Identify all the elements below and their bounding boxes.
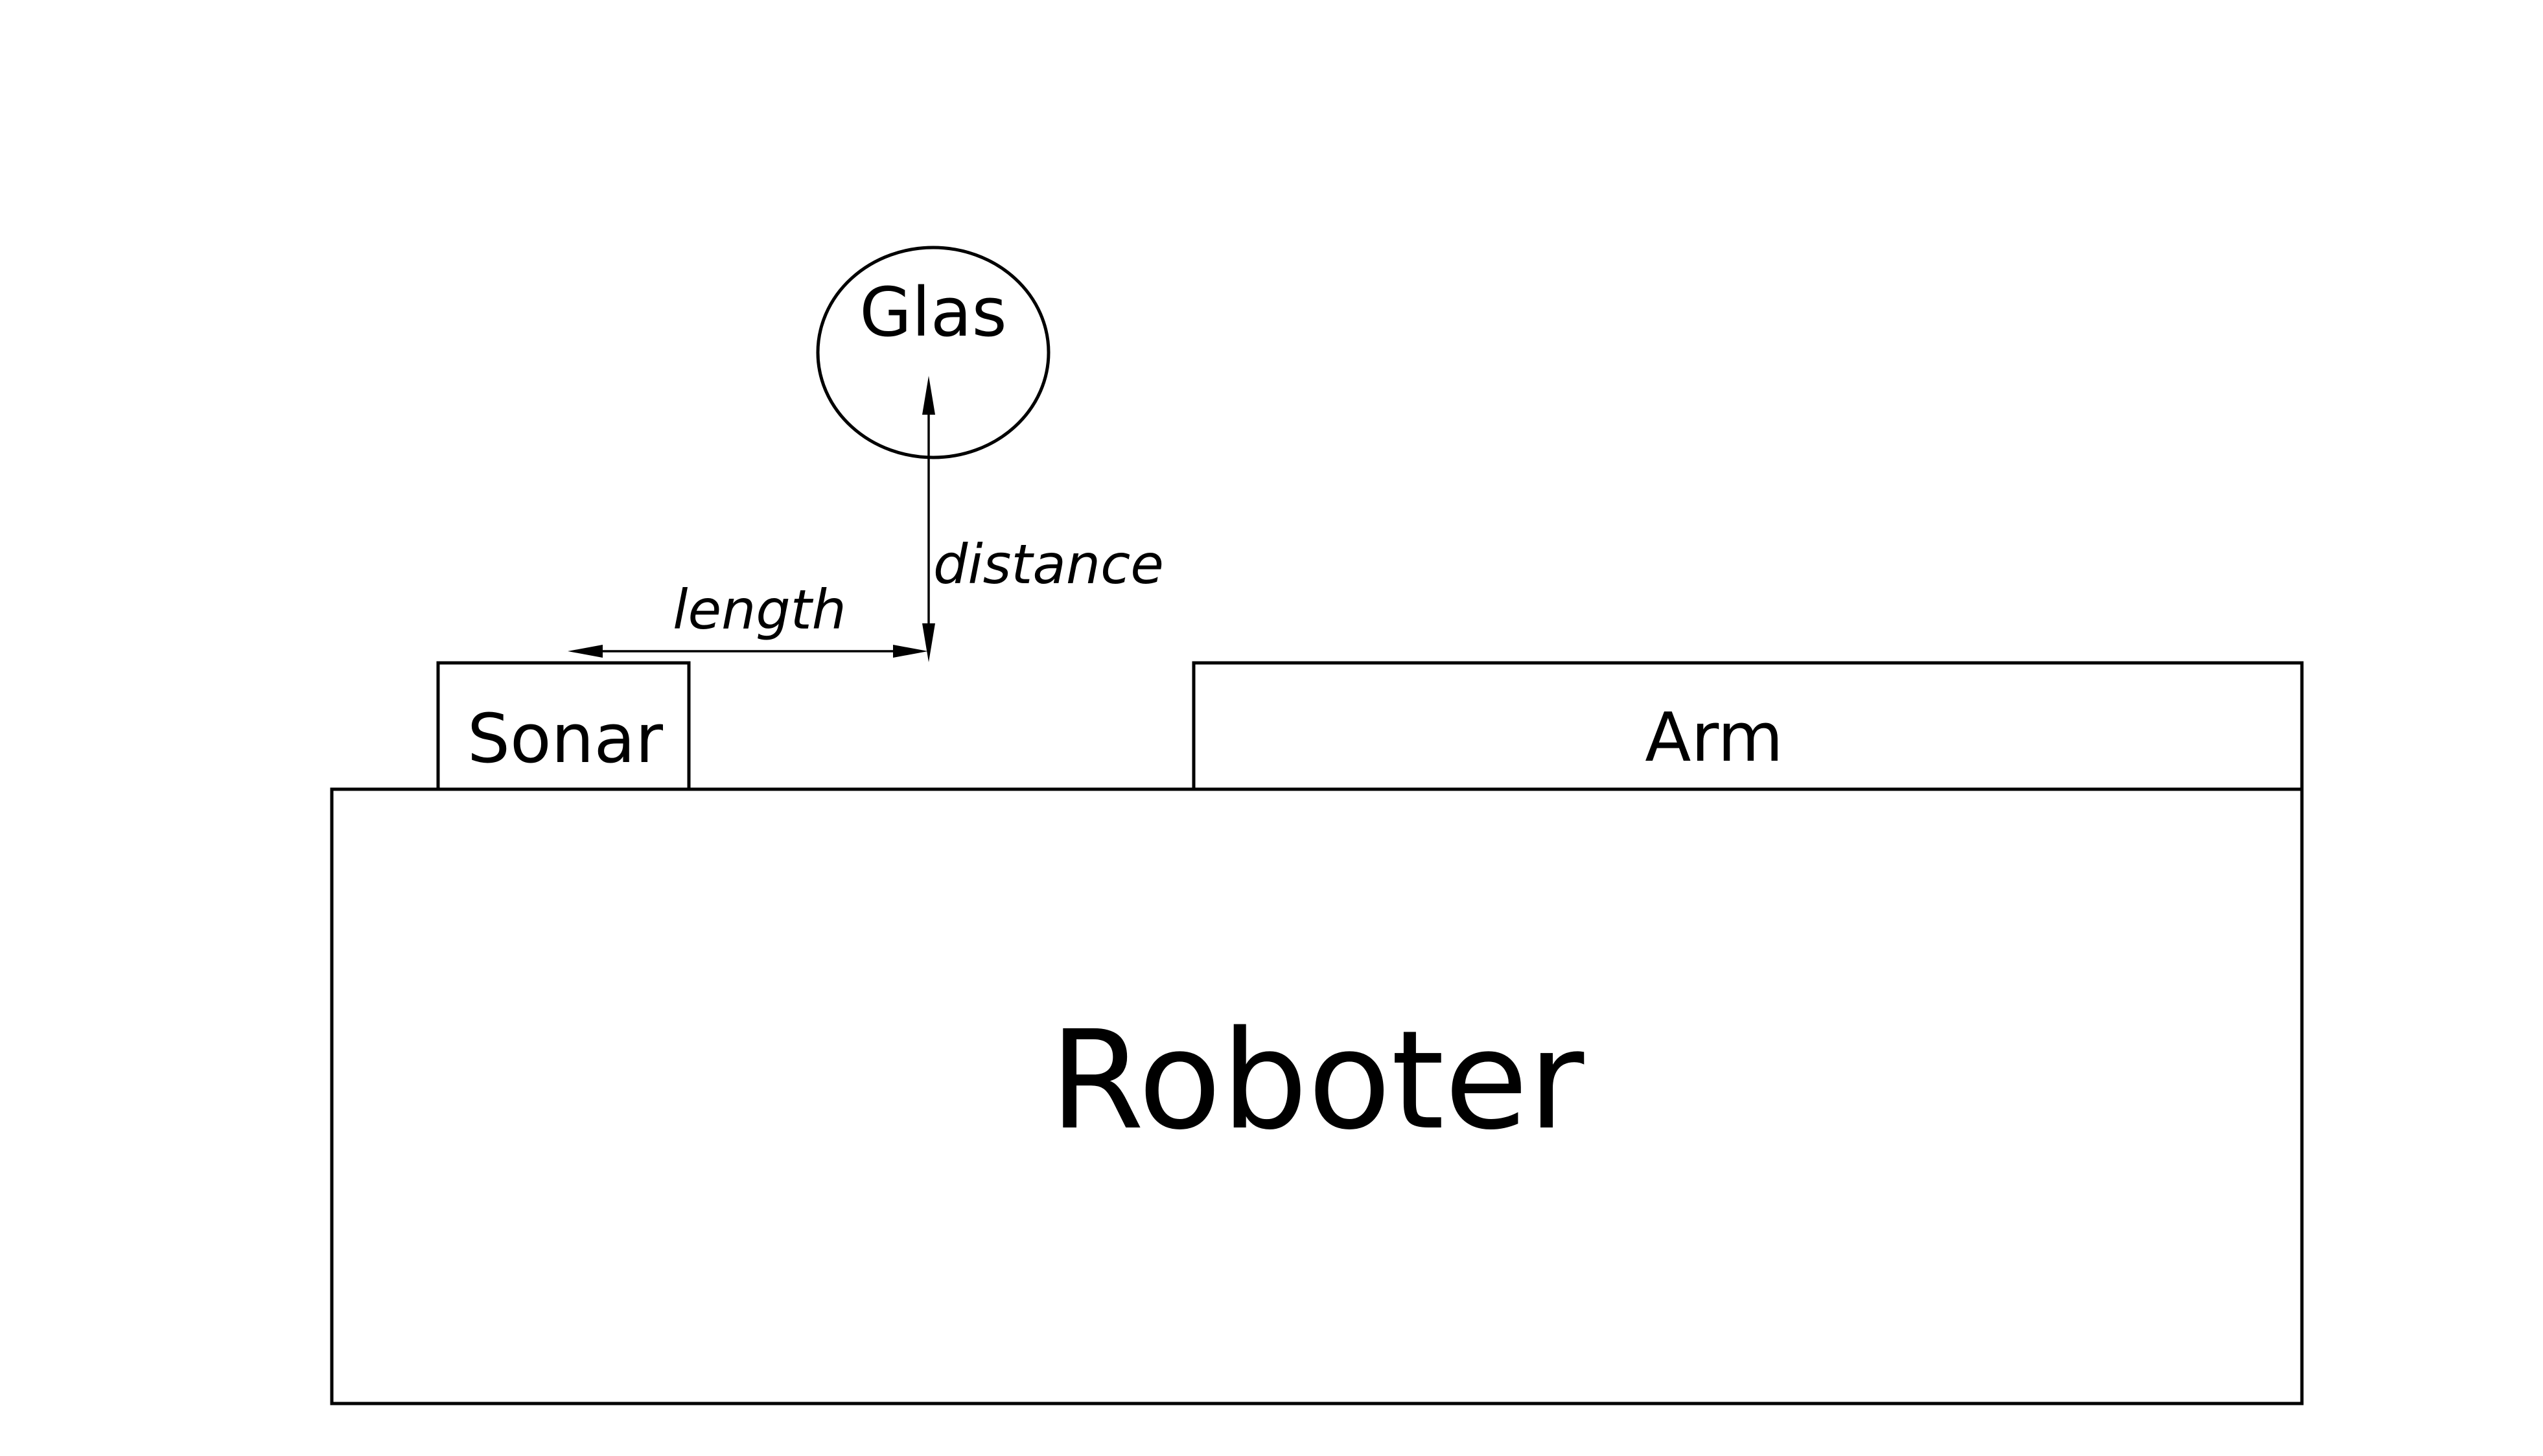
glass-circle <box>816 246 1051 459</box>
glass: Glas <box>816 246 1051 459</box>
glass-label: Glas <box>859 273 1006 352</box>
arm-label: Arm <box>1645 698 1783 777</box>
length-arrowhead-right <box>893 645 928 658</box>
length-dimension: length <box>568 578 928 658</box>
distance-arrowhead-top <box>922 376 935 415</box>
arm-box <box>1192 661 2304 791</box>
sonar-label: Sonar <box>467 699 663 778</box>
distance-arrowhead-bottom <box>922 623 935 662</box>
distance-label: distance <box>933 533 1164 596</box>
robot-body: Roboter <box>330 787 2304 1405</box>
sonar-sensor: Sonar <box>436 661 691 791</box>
sonar-box <box>436 661 691 791</box>
length-arrowhead-left <box>568 645 603 658</box>
arm: Arm <box>1192 661 2304 791</box>
robot-label: Roboter <box>1050 1001 1585 1160</box>
distance-dimension: distance <box>922 376 1164 662</box>
length-label: length <box>673 578 846 641</box>
